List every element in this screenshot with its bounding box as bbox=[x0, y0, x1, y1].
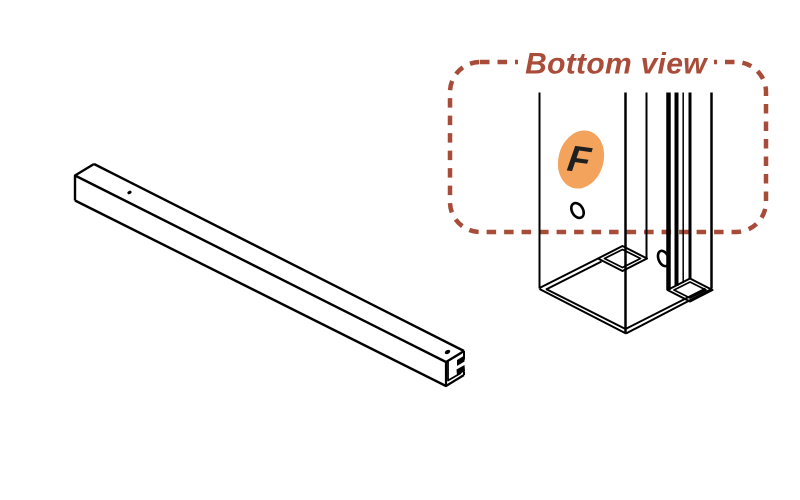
rail-beam-drawing bbox=[73, 162, 465, 388]
badge-ellipse bbox=[557, 130, 605, 189]
rim-lower-right-inner bbox=[625, 287, 706, 330]
callout-dashed-border bbox=[447, 59, 769, 235]
rail-hole-right bbox=[444, 349, 451, 355]
rim-lower-left-inner bbox=[545, 288, 626, 330]
inner-tube-far bbox=[597, 245, 648, 272]
callout-label: Bottom view bbox=[525, 48, 708, 81]
inner-tube-right bbox=[666, 277, 714, 303]
rim-upper-left-inner bbox=[545, 260, 602, 291]
rim-upper-left-outer bbox=[539, 257, 599, 289]
rail-top-back-edge bbox=[93, 162, 465, 353]
rail-channel-lip-upper bbox=[457, 355, 465, 366]
rail-hole-left bbox=[127, 190, 132, 195]
rim-lower-left-outer bbox=[539, 288, 627, 335]
rail-channel-cavity bbox=[447, 352, 462, 382]
rail-bottom-front-edge bbox=[74, 199, 447, 388]
rail-top-front-edge bbox=[74, 174, 447, 364]
post-face-hole bbox=[569, 201, 586, 220]
rim-lower-right-outer bbox=[625, 288, 712, 335]
rail-left-end-cap bbox=[73, 162, 95, 201]
part-label-badge: F bbox=[557, 130, 605, 189]
bottom-view-callout: Bottom view bbox=[447, 48, 769, 235]
post-bottom-view-drawing bbox=[538, 92, 714, 335]
rail-channel-lip-lower bbox=[456, 365, 465, 376]
callout-label-gap bbox=[518, 55, 714, 69]
